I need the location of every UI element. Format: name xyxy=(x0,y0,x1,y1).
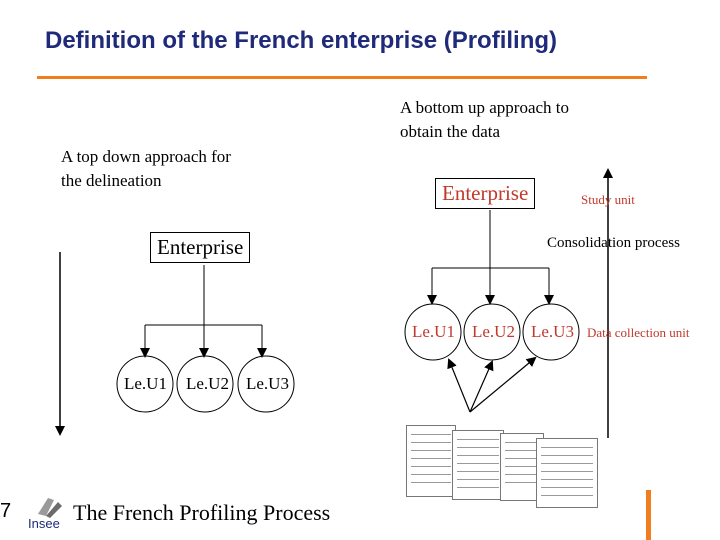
right-legal-unit-2: Le.U2 xyxy=(472,322,515,341)
insee-logo-icon xyxy=(38,498,62,518)
footer-accent-bar xyxy=(646,490,651,540)
page-title: Definition of the French enterprise (Pro… xyxy=(45,27,558,54)
title-underline xyxy=(37,76,647,79)
left-legal-unit-1: Le.U1 xyxy=(124,374,167,393)
page-number: 7 xyxy=(0,500,12,522)
left-enterprise-box: Enterprise xyxy=(150,232,251,263)
consolidation-process-label: Consolidation process xyxy=(547,235,680,251)
top-down-caption: A top down approach for the delineation xyxy=(61,147,231,190)
left-legal-unit-2: Le.U2 xyxy=(186,374,229,393)
insee-logo-text: Insee xyxy=(28,516,60,531)
right-legal-unit-3: Le.U3 xyxy=(531,322,574,341)
insee-logo: Insee xyxy=(28,494,68,536)
right-enterprise-box: Enterprise xyxy=(435,178,536,209)
bottom-up-caption: A bottom up approach to obtain the data xyxy=(400,98,570,141)
left-legal-unit-3: Le.U3 xyxy=(246,374,289,393)
right-legal-unit-1: Le.U1 xyxy=(412,322,455,341)
footer-caption: The French Profiling Process xyxy=(73,500,331,525)
data-collection-unit-label: Data collection unit xyxy=(587,325,690,340)
study-unit-label: Study unit xyxy=(581,192,635,207)
